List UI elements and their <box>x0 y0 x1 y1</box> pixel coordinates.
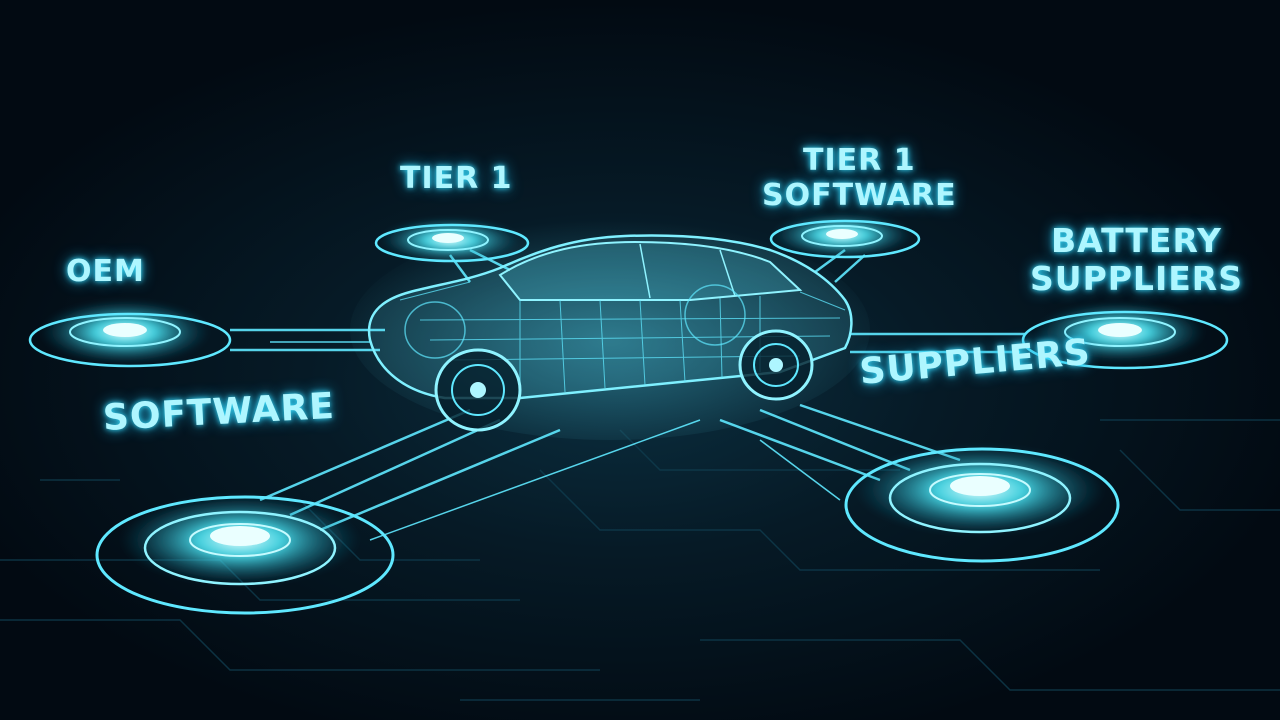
node-oem <box>28 300 232 368</box>
label-tier1: TIER 1 <box>400 161 513 197</box>
label-battery-suppliers-line1: BATTERY <box>1051 221 1222 260</box>
label-battery-suppliers-line2: SUPPLIERS <box>1030 258 1243 298</box>
node-suppliers <box>844 445 1120 563</box>
front-wheel <box>434 348 522 432</box>
label-tier1-software: TIER 1 SOFTWARE <box>762 143 957 213</box>
rear-wheel <box>738 329 814 401</box>
label-tier1-software-line2: SOFTWARE <box>762 177 957 213</box>
label-tier1-software-line1: TIER 1 <box>803 143 916 178</box>
label-tier1-line1: TIER 1 <box>400 161 513 196</box>
node-battery-suppliers <box>1021 302 1229 370</box>
node-tier1-software <box>769 213 921 259</box>
label-oem-line1: OEM <box>66 254 145 289</box>
label-battery-suppliers: BATTERY SUPPLIERS <box>1030 222 1243 298</box>
circuit-traces <box>0 419 1280 701</box>
node-software <box>95 495 395 615</box>
car-hologram <box>350 220 870 440</box>
label-oem: OEM <box>66 254 145 290</box>
